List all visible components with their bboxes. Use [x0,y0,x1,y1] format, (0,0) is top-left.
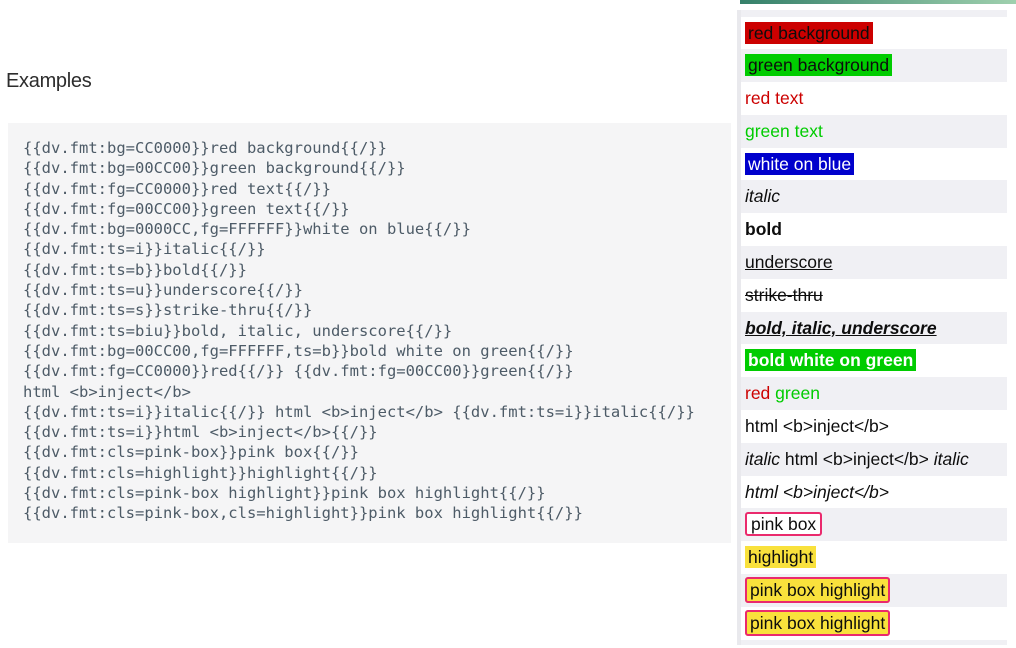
output-segment: red background [745,21,873,44]
output-segment: italic [933,448,969,469]
code-line: {{dv.fmt:bg=00CC00,fg=FFFFFF,ts=b}}bold … [23,341,574,360]
code-line: {{dv.fmt:ts=i}}italic{{/}} [23,240,266,259]
code-line: {{dv.fmt:fg=CC0000}}red text{{/}} [23,179,331,198]
output-segment: red text [745,88,804,109]
output-row: bold white on green [741,344,1007,377]
output-segment: bold white on green [745,349,917,372]
output-row: red background [741,17,1007,50]
output-row: html <b>inject</b> [741,476,1007,509]
output-row: pink box highlight [741,607,1007,640]
code-line: {{dv.fmt:ts=i}}html <b>inject</b>{{/}} [23,423,378,442]
output-row: underscore [741,246,1007,279]
output-segment: italic [745,448,781,469]
output-segment: green background [745,54,893,77]
code-line: {{dv.fmt:ts=i}}italic{{/}} html <b>injec… [23,402,695,421]
code-line: {{dv.fmt:fg=CC0000}}red{{/}} {{dv.fmt:fg… [23,362,574,381]
output-segment: red [745,383,771,404]
code-line: {{dv.fmt:bg=0000CC,fg=FFFFFF}}white on b… [23,220,471,239]
output-segment: strike-thru [745,284,823,305]
output-row: html <b>inject</b> [741,410,1007,443]
code-line: {{dv.fmt:cls=pink-box highlight}}pink bo… [23,484,546,503]
output-row: red text [741,82,1007,115]
output-row: italic [741,180,1007,214]
code-line: {{dv.fmt:bg=00CC00}}green background{{/}… [23,159,406,178]
partial-row-top [741,10,1007,17]
output-row: red green [741,377,1007,411]
output-row: pink box highlight [741,574,1007,607]
output-segment: highlight [745,546,817,569]
code-line: {{dv.fmt:fg=00CC00}}green text{{/}} [23,199,350,218]
output-segment: underscore [745,252,833,273]
output-row: pink box [741,508,1007,542]
code-line: {{dv.fmt:cls=pink-box,cls=highlight}}pin… [23,504,583,523]
output-segment: pink box highlight [745,577,891,604]
output-segment: html <b>inject</b> [780,448,934,469]
code-line: {{dv.fmt:ts=s}}strike-thru{{/}} [23,301,313,320]
output-segment: green [775,383,820,404]
code-line: {{dv.fmt:ts=u}}underscore{{/}} [23,281,303,300]
output-segment: bold, italic, underscore [745,317,937,338]
code-line: {{dv.fmt:ts=biu}}bold, italic, underscor… [23,321,453,340]
output-segment: white on blue [745,152,855,175]
output-row: strike-thru [741,279,1007,312]
output-segment: bold [745,219,782,240]
output-row: bold [741,213,1007,246]
panel-left-border [737,10,741,645]
output-row: bold, italic, underscore [741,311,1007,345]
code-line: {{dv.fmt:cls=highlight}}highlight{{/}} [23,463,378,482]
code-line: {{dv.fmt:ts=b}}bold{{/}} [23,260,247,279]
output-segment: html <b>inject</b> [745,481,889,502]
output-row: highlight [741,541,1007,574]
panel-top-accent-bar [740,0,1016,4]
output-row: green text [741,114,1007,148]
output-segment: pink box highlight [745,609,891,636]
code-line: {{dv.fmt:bg=CC0000}}red background{{/}} [23,139,387,157]
output-segment: italic [745,186,781,207]
output-rows: red background green background red text gr… [741,17,1007,640]
output-segment: html <b>inject</b> [745,416,889,437]
page-title: Examples [6,70,92,92]
output-segment: green text [745,120,823,141]
output-row: green background [741,49,1007,83]
code-example-block: {{dv.fmt:bg=CC0000}}red background{{/}} {… [8,123,731,543]
code-line: {{dv.fmt:cls=pink-box}}pink box{{/}} [23,443,359,462]
output-row: italic html <b>inject</b> italic [741,442,1007,476]
code-line: html <b>inject</b> [23,382,191,401]
output-segment: pink box [745,512,823,537]
partial-row-bottom [741,639,1007,646]
output-row: white on blue [741,148,1007,181]
